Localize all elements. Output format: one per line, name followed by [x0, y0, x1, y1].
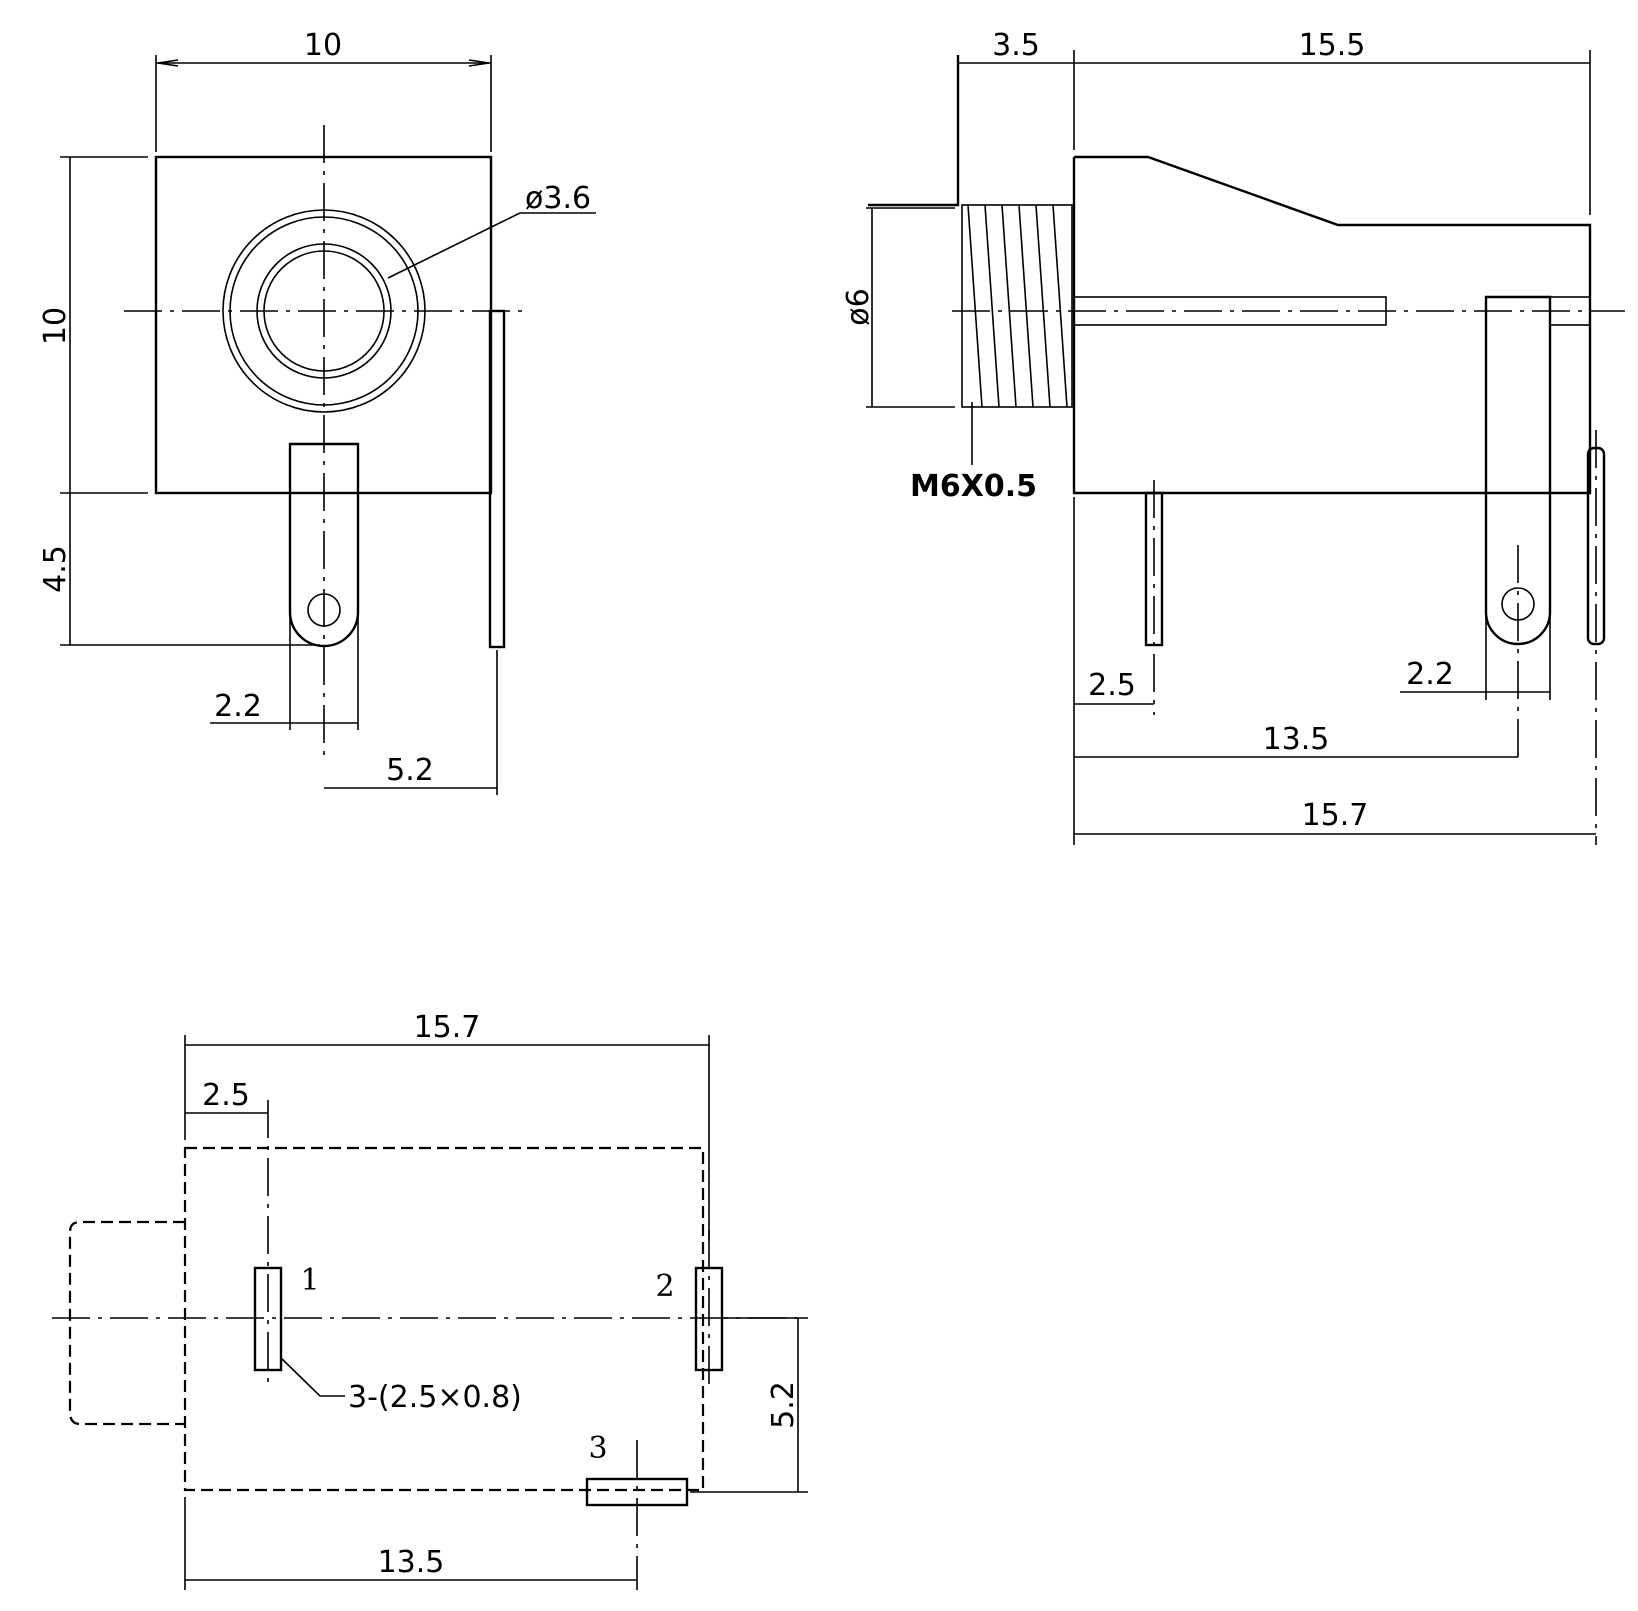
- side-flange-outline: [868, 55, 960, 207]
- side-pin1-offset-dim: 2.5: [1088, 668, 1136, 703]
- front-hole-dia: ø3.6: [525, 181, 591, 216]
- side-thread-length-dim: 3.5: [992, 28, 1040, 63]
- side-overall-length-dim: 15.7: [1302, 798, 1369, 833]
- front-view: 10 10 4.5 ø3.6 2.2 5.2: [38, 28, 596, 795]
- side-pin-span-dim: 13.5: [1263, 722, 1330, 757]
- bottom-pin-offset-dim: 5.2: [766, 1381, 801, 1429]
- front-width-dim: 10: [304, 28, 342, 63]
- arrow: [157, 59, 179, 67]
- thread-hatching: [967, 204, 1068, 408]
- pin-3-label: 3: [588, 1431, 607, 1466]
- bottom-pin-span-dim: 13.5: [378, 1545, 445, 1580]
- side-thread-dia-dim: ø6: [841, 288, 876, 325]
- side-rear-terminal: [1484, 295, 1552, 646]
- leader-line: [387, 212, 521, 279]
- front-pin-width-dim: 2.2: [214, 689, 262, 724]
- side-thread: [961, 204, 1073, 408]
- front-lower-dim: 4.5: [38, 545, 73, 593]
- side-thread-spec: M6X0.5: [910, 469, 1037, 504]
- front-side-pin: [488, 309, 506, 649]
- bottom-pin1-offset-dim: 2.5: [202, 1078, 250, 1113]
- bottom-body-hidden-outline: [183, 1146, 705, 1492]
- side-body-length-dim: 15.5: [1299, 28, 1366, 63]
- pad-size-note: 3-(2.5×0.8): [348, 1380, 522, 1415]
- front-bottom-pin: [288, 442, 360, 648]
- bottom-view: 15.7 2.5 1 2 3 3-(2.5×0.8) 5.2 13.5: [52, 1010, 808, 1590]
- front-height-dim: 10: [38, 307, 73, 345]
- side-view: 3.5 15.5 ø6 M6X0.5 2.5 2.2 13.5 15.7: [841, 28, 1625, 845]
- side-pin-width-dim: 2.2: [1406, 657, 1454, 692]
- leader-line: [280, 1357, 345, 1397]
- bottom-overall-length-dim: 15.7: [414, 1010, 481, 1045]
- pin-1-label: 1: [300, 1263, 319, 1298]
- arrow: [468, 59, 490, 67]
- front-bottom-pin-hole: [307, 593, 341, 627]
- side-body-outline: [1072, 155, 1592, 495]
- pin-2-label: 2: [655, 1269, 674, 1304]
- bottom-flange-hidden-outline: [68, 1220, 185, 1426]
- front-pin-spacing-dim: 5.2: [386, 753, 434, 788]
